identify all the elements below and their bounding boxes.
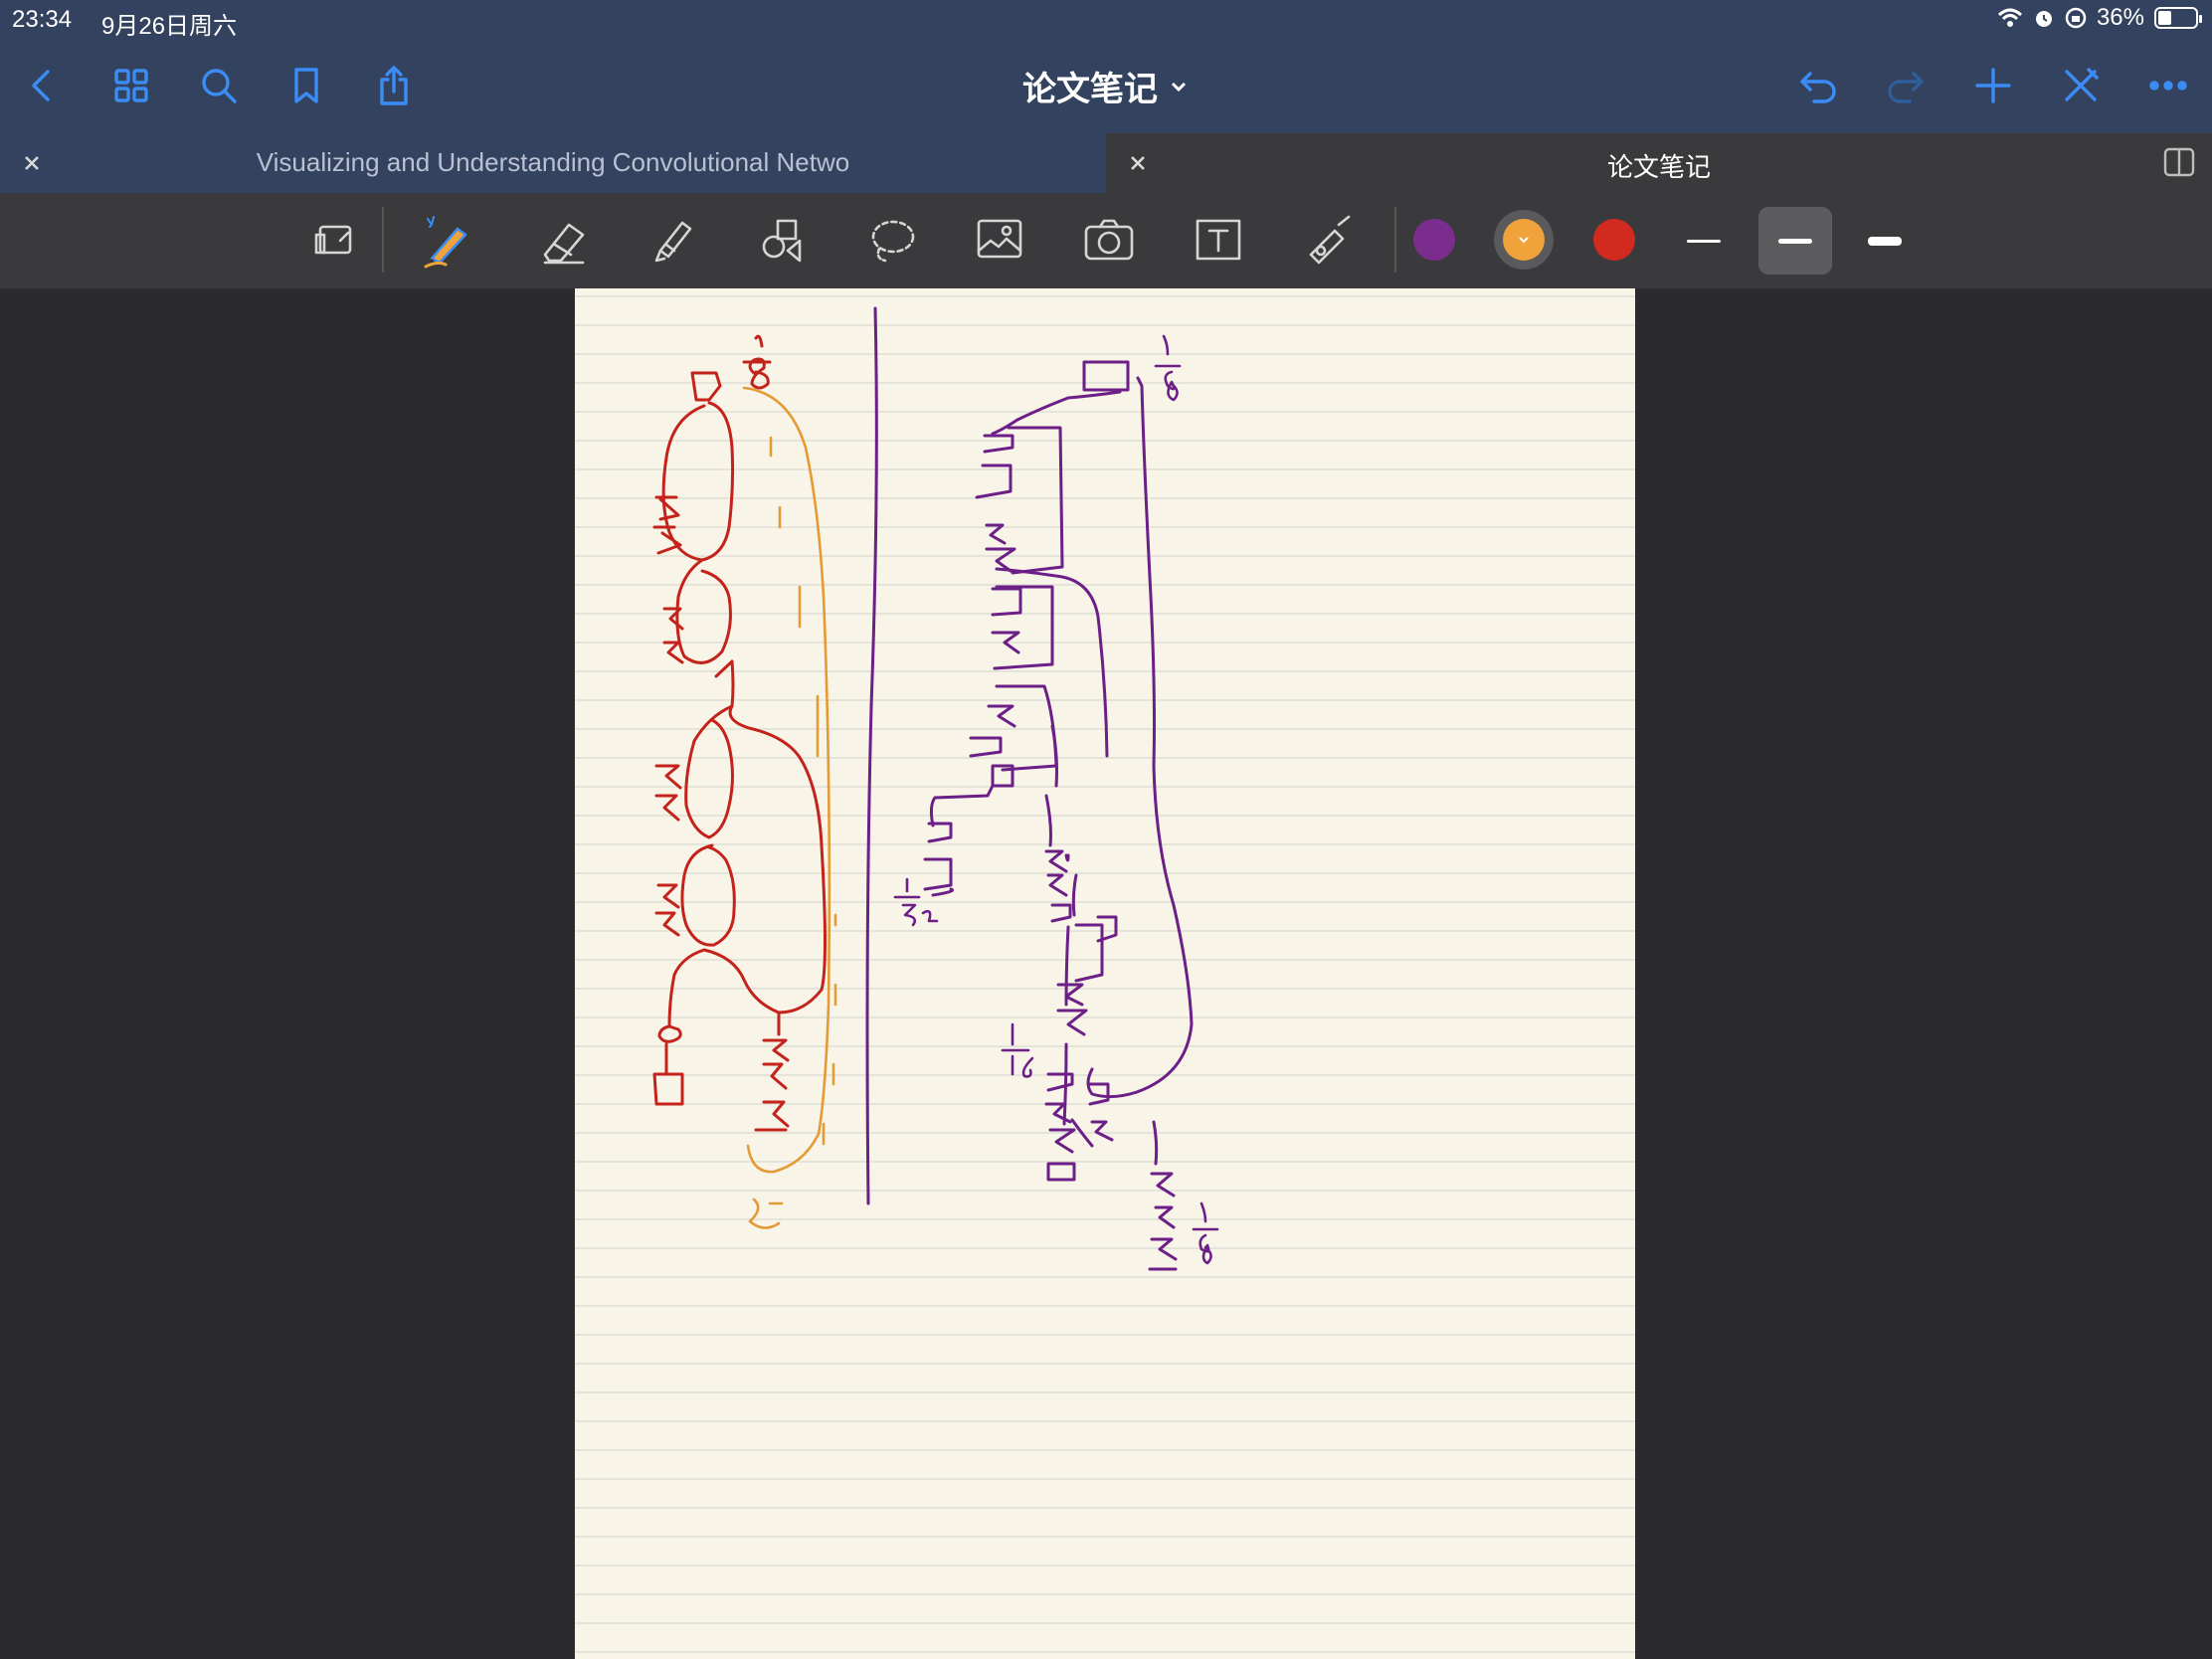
rotation-lock-icon — [2065, 7, 2087, 29]
split-view-icon — [2163, 147, 2195, 177]
highlighter-tool[interactable] — [639, 205, 708, 275]
shapes-tool[interactable] — [748, 205, 818, 275]
text-tool[interactable] — [1184, 205, 1253, 275]
stroke-thin-button[interactable] — [1667, 207, 1741, 275]
more-icon — [2149, 81, 2187, 91]
eraser-tool[interactable] — [529, 205, 599, 275]
stroke-medium-button[interactable] — [1758, 207, 1832, 275]
stroke-thin-icon — [1687, 239, 1721, 243]
ruled-lines — [575, 295, 1635, 1653]
read-only-icon — [314, 225, 352, 255]
image-tool[interactable] — [965, 205, 1034, 275]
close-icon — [25, 156, 39, 170]
notebook-page[interactable] — [575, 288, 1635, 1659]
eraser-icon — [543, 223, 585, 265]
stroke-thick-button[interactable] — [1848, 207, 1922, 275]
chevron-down-icon — [1171, 82, 1187, 92]
tab-notes[interactable]: 论文笔记 — [1106, 133, 2212, 193]
document-title: 论文笔记 — [1022, 71, 1158, 108]
highlighter-icon — [654, 221, 692, 263]
thumbnails-button[interactable] — [103, 58, 159, 113]
tab-label: 论文笔记 — [1606, 152, 1711, 182]
bookmark-icon — [294, 68, 318, 103]
navigation-bar: 论文笔记 — [0, 40, 2212, 133]
share-icon — [380, 66, 408, 105]
laser-pointer-tool[interactable] — [1293, 205, 1363, 275]
orange-ink-diagram — [742, 386, 837, 1229]
color-swatch-orange[interactable] — [1503, 219, 1545, 261]
battery-icon — [2154, 7, 2202, 29]
plus-icon — [1975, 68, 2011, 103]
camera-tool[interactable] — [1074, 205, 1144, 275]
wifi-icon — [1997, 8, 2022, 27]
redo-icon — [1888, 72, 1924, 103]
pen-icon — [424, 216, 467, 269]
split-view-button[interactable] — [2162, 145, 2196, 179]
color-swatch-purple[interactable] — [1413, 219, 1455, 261]
handwritten-sketch — [652, 306, 1219, 1271]
drawing-toolbar — [0, 193, 2212, 288]
close-icon — [1131, 156, 1145, 170]
grid-icon — [114, 69, 148, 102]
laser-pointer-icon — [1309, 215, 1351, 265]
shapes-icon — [762, 219, 802, 263]
tab-bar: Visualizing and Understanding Convolutio… — [0, 133, 2212, 193]
status-bar: 23:34 9月26日周六 36% — [0, 0, 2212, 40]
stroke-medium-icon — [1778, 238, 1812, 244]
toolbar-divider — [382, 207, 384, 273]
search-button[interactable] — [191, 58, 247, 113]
undo-button[interactable] — [1790, 58, 1846, 113]
share-button[interactable] — [366, 58, 422, 113]
lasso-tool[interactable] — [857, 205, 927, 275]
chevron-left-icon — [32, 70, 50, 101]
chevron-down-icon — [1519, 237, 1529, 244]
stroke-thick-icon — [1868, 236, 1902, 246]
alarm-icon — [2035, 11, 2052, 27]
back-button[interactable] — [14, 58, 70, 113]
toolbar-divider — [1394, 207, 1396, 273]
status-icons: 36% — [1997, 4, 2202, 32]
status-time: 23:34 — [12, 6, 73, 33]
image-icon — [977, 219, 1022, 259]
battery-percent: 36% — [2096, 4, 2144, 31]
left-fraction — [742, 334, 772, 390]
red-ink-diagram — [652, 371, 827, 1132]
more-button[interactable] — [2140, 58, 2196, 113]
tab-close-button[interactable] — [1124, 149, 1152, 177]
purple-ink-diagram — [923, 360, 1194, 1271]
purple-divider — [865, 306, 878, 1205]
lasso-icon — [871, 220, 915, 263]
search-icon — [202, 69, 237, 103]
document-title-button[interactable]: 论文笔记 — [1022, 62, 1190, 110]
toggle-edit-button[interactable] — [2053, 58, 2109, 113]
text-icon — [1196, 219, 1241, 261]
tab-label: Visualizing and Understanding Convolutio… — [256, 147, 850, 177]
tab-close-button[interactable] — [18, 149, 46, 177]
status-date: 9月26日周六 — [101, 13, 238, 40]
pen-off-icon — [2065, 68, 2099, 101]
right-fractions — [893, 334, 1219, 1265]
color-swatch-red[interactable] — [1593, 219, 1635, 261]
undo-icon — [1800, 72, 1836, 103]
camera-icon — [1084, 219, 1134, 261]
read-only-toggle[interactable] — [300, 205, 370, 275]
pen-tool[interactable] — [412, 205, 481, 275]
tab-paper[interactable]: Visualizing and Understanding Convolutio… — [0, 133, 1106, 193]
add-page-button[interactable] — [1965, 58, 2021, 113]
redo-button[interactable] — [1878, 58, 1934, 113]
bookmark-button[interactable] — [278, 58, 334, 113]
